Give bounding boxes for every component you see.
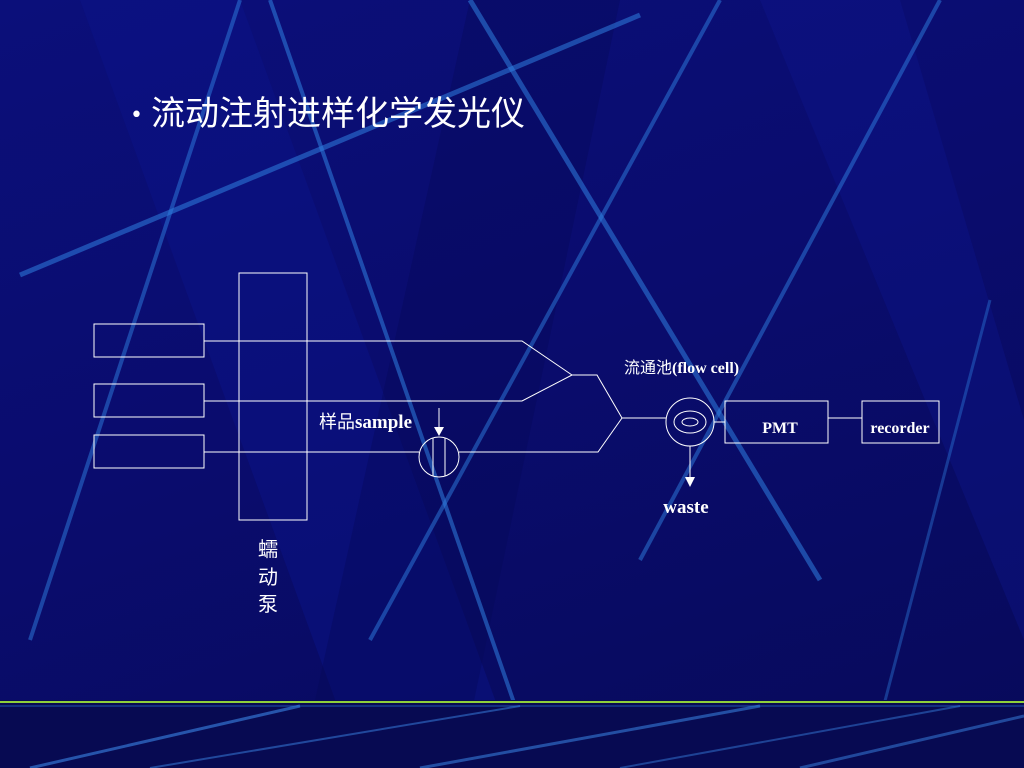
reservoir-3 xyxy=(93,434,205,469)
recorder-box xyxy=(861,400,940,444)
pmt-box xyxy=(724,400,829,444)
title-text: 流动注射进样化学发光仪 xyxy=(150,94,525,134)
injection-valve xyxy=(418,436,460,478)
sample-label-en: sample xyxy=(355,412,412,433)
pmt-label: PMT xyxy=(762,420,798,437)
pump-label-char-1: 蠕 xyxy=(258,538,278,561)
flow-cell-core xyxy=(681,417,699,427)
flow-cell-label-en: (flow cell) xyxy=(672,360,739,377)
waste-arrowhead xyxy=(685,477,695,487)
recorder-label: recorder xyxy=(870,420,929,437)
waste-label: waste xyxy=(663,497,708,518)
sample-label: 样品sample xyxy=(319,412,412,433)
flow-cell xyxy=(665,397,715,447)
slide-title: • 流动注射进样化学发光仪 xyxy=(130,86,525,135)
pump-label-char-2: 动 xyxy=(258,566,278,589)
tube-1 xyxy=(204,340,573,376)
merge-tube xyxy=(572,374,623,419)
sample-arrowhead xyxy=(434,427,444,436)
peristaltic-pump xyxy=(238,272,308,521)
reservoir-2 xyxy=(93,383,205,418)
reservoir-1 xyxy=(93,323,205,358)
tube-3-right xyxy=(459,417,623,453)
tube-2 xyxy=(204,374,573,402)
bullet-icon: • xyxy=(130,103,143,128)
flow-cell-label: 流通池(flow cell) xyxy=(624,358,739,377)
sample-label-cn: 样品 xyxy=(319,412,355,433)
flow-cell-inner xyxy=(673,410,707,434)
pump-label-char-3: 泵 xyxy=(258,594,278,616)
flow-cell-label-cn: 流通池 xyxy=(624,358,672,377)
